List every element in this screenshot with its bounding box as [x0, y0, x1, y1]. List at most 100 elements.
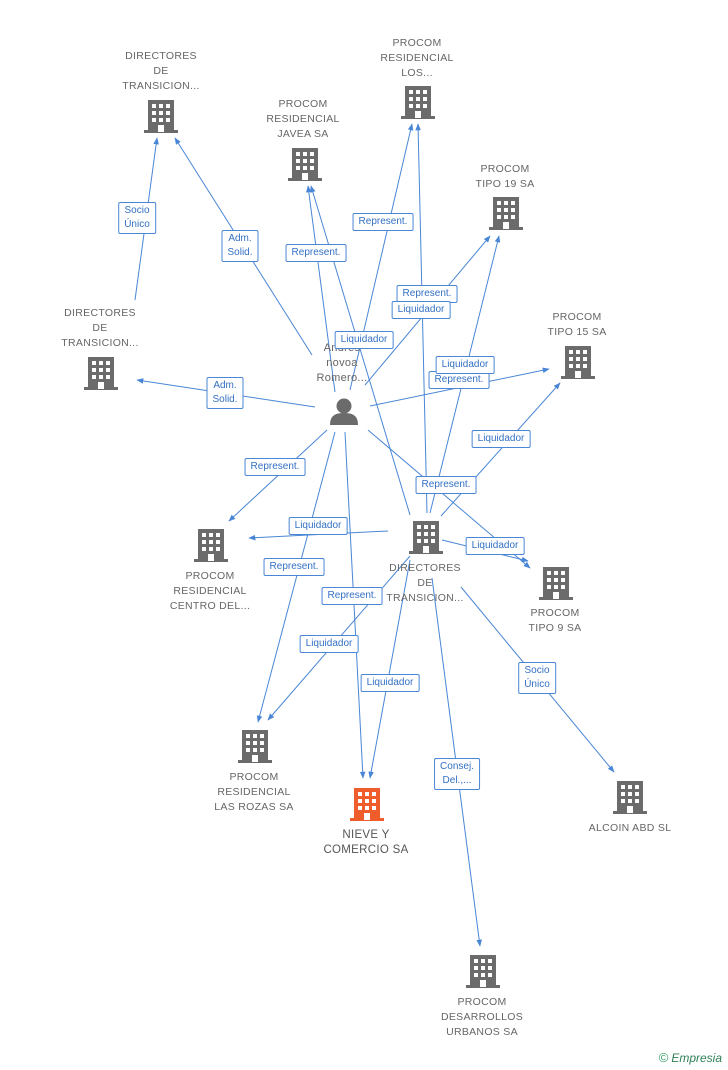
- node-label-line: PROCOM: [480, 163, 530, 175]
- node-label-line: DIRECTORES: [389, 562, 461, 574]
- building-icon[interactable]: [489, 197, 523, 230]
- node-label-line: DE: [92, 322, 108, 334]
- edge-label-e9[interactable]: Represent.: [415, 476, 477, 494]
- edge-label-line: Del.,...: [442, 775, 472, 786]
- node-label-procom_los[interactable]: PROCOM RESIDENCIAL LOS...: [352, 36, 482, 81]
- edge-line-dir_center-to-procom_tipo15: [440, 382, 561, 517]
- edge-label-e18[interactable]: Liquidador: [299, 635, 359, 653]
- edge-label-line: Solid.: [227, 247, 253, 258]
- node-label-line: LOS...: [401, 67, 433, 79]
- node-label-nieve[interactable]: NIEVE Y COMERCIO SA: [301, 828, 431, 858]
- node-label-line: DE: [417, 577, 433, 589]
- building-icon[interactable]: [194, 529, 228, 562]
- building-icon[interactable]: [350, 788, 384, 821]
- empresia-logo: Empresia: [671, 1051, 722, 1065]
- edge-label-line: Consej.: [440, 761, 474, 772]
- edge-label-line: Represent.: [269, 561, 319, 572]
- building-icon[interactable]: [466, 955, 500, 988]
- node-label-line: RESIDENCIAL: [380, 52, 454, 64]
- edge-label-e17[interactable]: Liquidador: [465, 537, 525, 555]
- edge-label-line: Socio: [524, 665, 550, 676]
- edge-label-e19[interactable]: Liquidador: [360, 674, 420, 692]
- edge-label-e3[interactable]: Adm. Solid.: [206, 377, 244, 409]
- edge-label-line: Represent.: [421, 479, 471, 490]
- node-label-line: CENTRO DEL...: [169, 600, 251, 612]
- node-label-line: RESIDENCIAL: [173, 585, 247, 597]
- edge-label-line: Único: [124, 219, 150, 230]
- edge-label-line: Socio: [124, 205, 150, 216]
- edge-label-line: Represent.: [327, 590, 377, 601]
- copyright-symbol: ©: [658, 1050, 669, 1065]
- edge-label-e21[interactable]: Consej. Del.,...: [434, 758, 480, 790]
- node-label-alcoin[interactable]: ALCOIN ABD SL: [565, 821, 695, 836]
- edge-label-line: Represent.: [250, 461, 300, 472]
- node-label-line: RESIDENCIAL: [266, 113, 340, 125]
- building-icon[interactable]: [409, 521, 443, 554]
- node-label-dir_left[interactable]: DIRECTORES DE TRANSICION...: [35, 306, 165, 351]
- node-label-line: DE: [153, 65, 169, 77]
- edge-label-e8[interactable]: Represent.: [244, 458, 306, 476]
- edge-label-e2[interactable]: Adm. Solid.: [221, 230, 259, 262]
- person-icon[interactable]: [330, 398, 358, 426]
- edge-label-e11[interactable]: Represent.: [321, 587, 383, 605]
- building-icon[interactable]: [84, 357, 118, 390]
- edge-label-line: Único: [524, 679, 550, 690]
- node-label-line: novoa: [326, 357, 358, 369]
- node-label-line: DESARROLLOS: [440, 1011, 524, 1023]
- node-label-line: PROCOM: [530, 607, 580, 619]
- edge-label-line: Represent.: [434, 374, 484, 385]
- edge-label-e4[interactable]: Represent.: [352, 213, 414, 231]
- building-icon[interactable]: [539, 567, 573, 600]
- node-label-procom_centro[interactable]: PROCOM RESIDENCIAL CENTRO DEL...: [145, 569, 275, 614]
- edge-line-person-to-procom_javea: [306, 185, 336, 393]
- edge-label-line: Adm.: [213, 380, 237, 391]
- node-label-line: COMERCIO SA: [323, 844, 409, 856]
- building-icon[interactable]: [144, 100, 178, 133]
- node-label-line: TRANSICION...: [61, 337, 139, 349]
- edge-label-line: Liquidador: [477, 433, 525, 444]
- node-label-line: PROCOM: [278, 98, 328, 110]
- building-icon[interactable]: [238, 730, 272, 763]
- node-label-line: PROCOM: [185, 570, 235, 582]
- edge-label-e14[interactable]: Liquidador: [435, 356, 495, 374]
- edge-label-e5[interactable]: Represent.: [285, 244, 347, 262]
- edge-label-e16[interactable]: Liquidador: [288, 517, 348, 535]
- edge-label-line: Liquidador: [366, 677, 414, 688]
- building-icon[interactable]: [288, 148, 322, 181]
- empresia-watermark: ©Empresia: [659, 1050, 722, 1065]
- edge-label-line: Liquidador: [397, 304, 445, 315]
- node-label-line: DIRECTORES: [125, 50, 197, 62]
- node-label-line: PROCOM: [229, 771, 279, 783]
- building-icon[interactable]: [561, 346, 595, 379]
- node-label-line: ALCOIN ABD SL: [588, 822, 672, 834]
- node-label-line: DIRECTORES: [64, 307, 136, 319]
- edge-label-line: Liquidador: [340, 334, 388, 345]
- edge-line-person-to-procom_rozas: [256, 431, 336, 723]
- building-icon[interactable]: [613, 781, 647, 814]
- node-label-dir_center[interactable]: DIRECTORES DE TRANSICION...: [360, 561, 490, 606]
- node-label-line: TRANSICION...: [386, 592, 464, 604]
- edge-label-line: Solid.: [212, 394, 238, 405]
- edge-line-dir_center-to-nieve: [368, 559, 411, 779]
- edge-label-e12[interactable]: Liquidador: [391, 301, 451, 319]
- building-icon[interactable]: [401, 86, 435, 119]
- edge-label-line: Represent.: [291, 247, 341, 258]
- node-label-line: Romero...: [316, 372, 368, 384]
- edge-label-e13[interactable]: Liquidador: [334, 331, 394, 349]
- node-label-line: NIEVE Y: [342, 829, 390, 841]
- edge-label-e10[interactable]: Represent.: [263, 558, 325, 576]
- edge-label-e15[interactable]: Liquidador: [471, 430, 531, 448]
- node-label-line: PROCOM: [392, 37, 442, 49]
- edge-label-line: Adm.: [228, 233, 252, 244]
- edge-label-line: Liquidador: [305, 638, 353, 649]
